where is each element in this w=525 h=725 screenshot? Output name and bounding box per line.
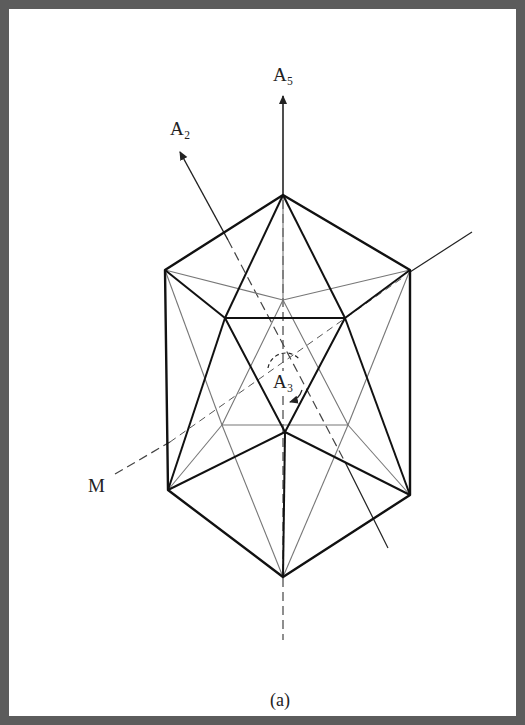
figure-caption: (a) — [270, 691, 290, 709]
two-fold-axis — [345, 462, 388, 548]
front-edges — [165, 195, 410, 577]
rotation-arc — [268, 353, 300, 368]
mirror-line — [115, 442, 170, 474]
back-edges — [165, 195, 410, 577]
axis-label: A₅ — [273, 65, 293, 84]
axis-label: A₃ — [272, 371, 294, 392]
five-fold-axis — [282, 96, 284, 195]
two-fold-axis — [180, 152, 228, 240]
outline-edges — [165, 195, 410, 577]
white-ground — [9, 9, 516, 716]
mirror-label: M — [88, 476, 105, 495]
axis-label: A₂ — [170, 119, 190, 138]
mirror-line — [410, 232, 472, 272]
